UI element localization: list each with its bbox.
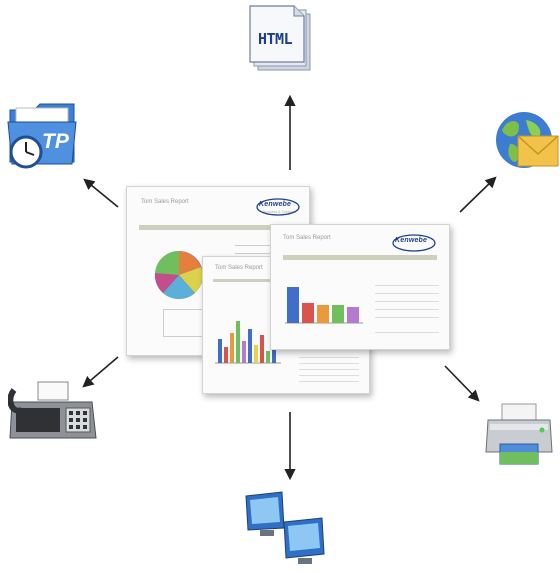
report-table-lines xyxy=(299,353,359,389)
pie-legend xyxy=(163,309,205,337)
arrow-to-fax xyxy=(82,356,119,388)
bar-chart-small xyxy=(215,321,281,364)
printer-icon xyxy=(484,400,556,466)
header-band xyxy=(139,225,297,230)
report-table-lines xyxy=(375,281,439,341)
brand-logo: Kenwebe xyxy=(395,237,428,244)
report-title: Tom Sales Report xyxy=(283,235,331,241)
network-computers-icon xyxy=(242,490,328,570)
report-page-front: Tom Sales Report Kenwebe xyxy=(270,224,450,350)
arrow-to-ftp xyxy=(83,178,119,208)
arrow-to-email xyxy=(459,176,497,213)
report-title: Tom Sales Report xyxy=(141,199,189,205)
html-file-icon: HTML xyxy=(248,4,320,72)
logo-swoosh xyxy=(392,234,436,252)
email-globe-icon xyxy=(488,110,560,176)
brand-tagline: Business & Solutions xyxy=(263,210,296,214)
logo-swoosh xyxy=(256,198,300,216)
fax-machine-icon xyxy=(8,380,100,442)
report-title: Tom Sales Report xyxy=(215,265,263,271)
arrow-to-printer xyxy=(444,365,480,402)
ftp-label: TP xyxy=(42,130,69,153)
brand-logo: Kenwebe xyxy=(259,201,292,208)
bar-chart-front xyxy=(285,287,363,324)
pie-chart xyxy=(154,250,203,300)
header-band xyxy=(283,255,437,260)
html-label: HTML xyxy=(258,30,293,48)
ftp-folder-icon: TP xyxy=(4,100,84,172)
